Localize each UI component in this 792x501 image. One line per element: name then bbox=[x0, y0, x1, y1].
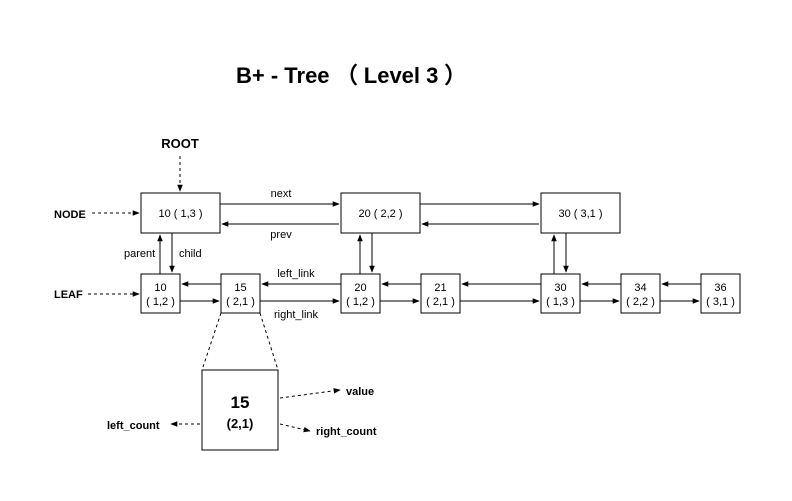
leaf-key-7: 36 bbox=[714, 282, 726, 294]
leaf-box-5 bbox=[540, 273, 581, 314]
leaf-box-4 bbox=[420, 273, 461, 314]
node-side-label: NODE bbox=[54, 209, 86, 221]
leaf-counts-7: ( 3,1 ) bbox=[706, 296, 735, 308]
zoom-line-right bbox=[259, 312, 279, 371]
left-count-label: left_count bbox=[107, 420, 160, 432]
zoom-leaf-counts: (2,1) bbox=[227, 416, 254, 431]
leaf-counts-2: ( 2,1 ) bbox=[226, 296, 255, 308]
leaf-key-3: 20 bbox=[354, 282, 366, 294]
leaf-box-7 bbox=[700, 273, 741, 314]
leaf-key-5: 30 bbox=[554, 282, 566, 294]
node-box-3 bbox=[540, 192, 621, 234]
leaf-key-1: 10 bbox=[154, 282, 166, 294]
leaf-counts-4: ( 2,1 ) bbox=[426, 296, 455, 308]
node-label-2: 20 ( 2,2 ) bbox=[358, 208, 402, 220]
node-label-3: 30 ( 3,1 ) bbox=[558, 208, 602, 220]
zoom-line-left bbox=[201, 312, 222, 371]
diagram-title: B+ - Tree （ Level 3 ） bbox=[236, 63, 467, 88]
left-link-label: left_link bbox=[277, 268, 315, 280]
node-box-1 bbox=[140, 192, 221, 234]
child-label: child bbox=[179, 248, 202, 260]
leaf-counts-5: ( 1,3 ) bbox=[546, 296, 575, 308]
leaf-key-4: 21 bbox=[434, 282, 446, 294]
leaf-counts-6: ( 2,2 ) bbox=[626, 296, 655, 308]
parent-label: parent bbox=[124, 248, 155, 260]
leaf-key-2: 15 bbox=[234, 282, 246, 294]
leaf-box-1 bbox=[140, 273, 181, 314]
right-link-label: right_link bbox=[274, 309, 319, 321]
leaf-box-2 bbox=[220, 273, 261, 314]
root-label: ROOT bbox=[161, 136, 199, 151]
right-count-label: right_count bbox=[316, 426, 377, 438]
right-count-pointer-arrow bbox=[279, 423, 311, 433]
value-label: value bbox=[346, 386, 374, 398]
zoom-leaf-key: 15 bbox=[231, 393, 250, 412]
leaf-counts-3: ( 1,2 ) bbox=[346, 296, 375, 308]
leaf-box-6 bbox=[620, 273, 661, 314]
prev-label: prev bbox=[270, 229, 292, 241]
leaf-counts-1: ( 1,2 ) bbox=[146, 296, 175, 308]
leaf-side-label: LEAF bbox=[54, 289, 83, 301]
node-label-1: 10 ( 1,3 ) bbox=[158, 208, 202, 220]
leaf-box-3 bbox=[340, 273, 381, 314]
value-pointer-arrow bbox=[279, 388, 341, 399]
zoom-leaf-box bbox=[201, 369, 279, 451]
leaf-key-6: 34 bbox=[634, 282, 646, 294]
next-label: next bbox=[271, 188, 292, 200]
node-box-2 bbox=[340, 192, 421, 234]
